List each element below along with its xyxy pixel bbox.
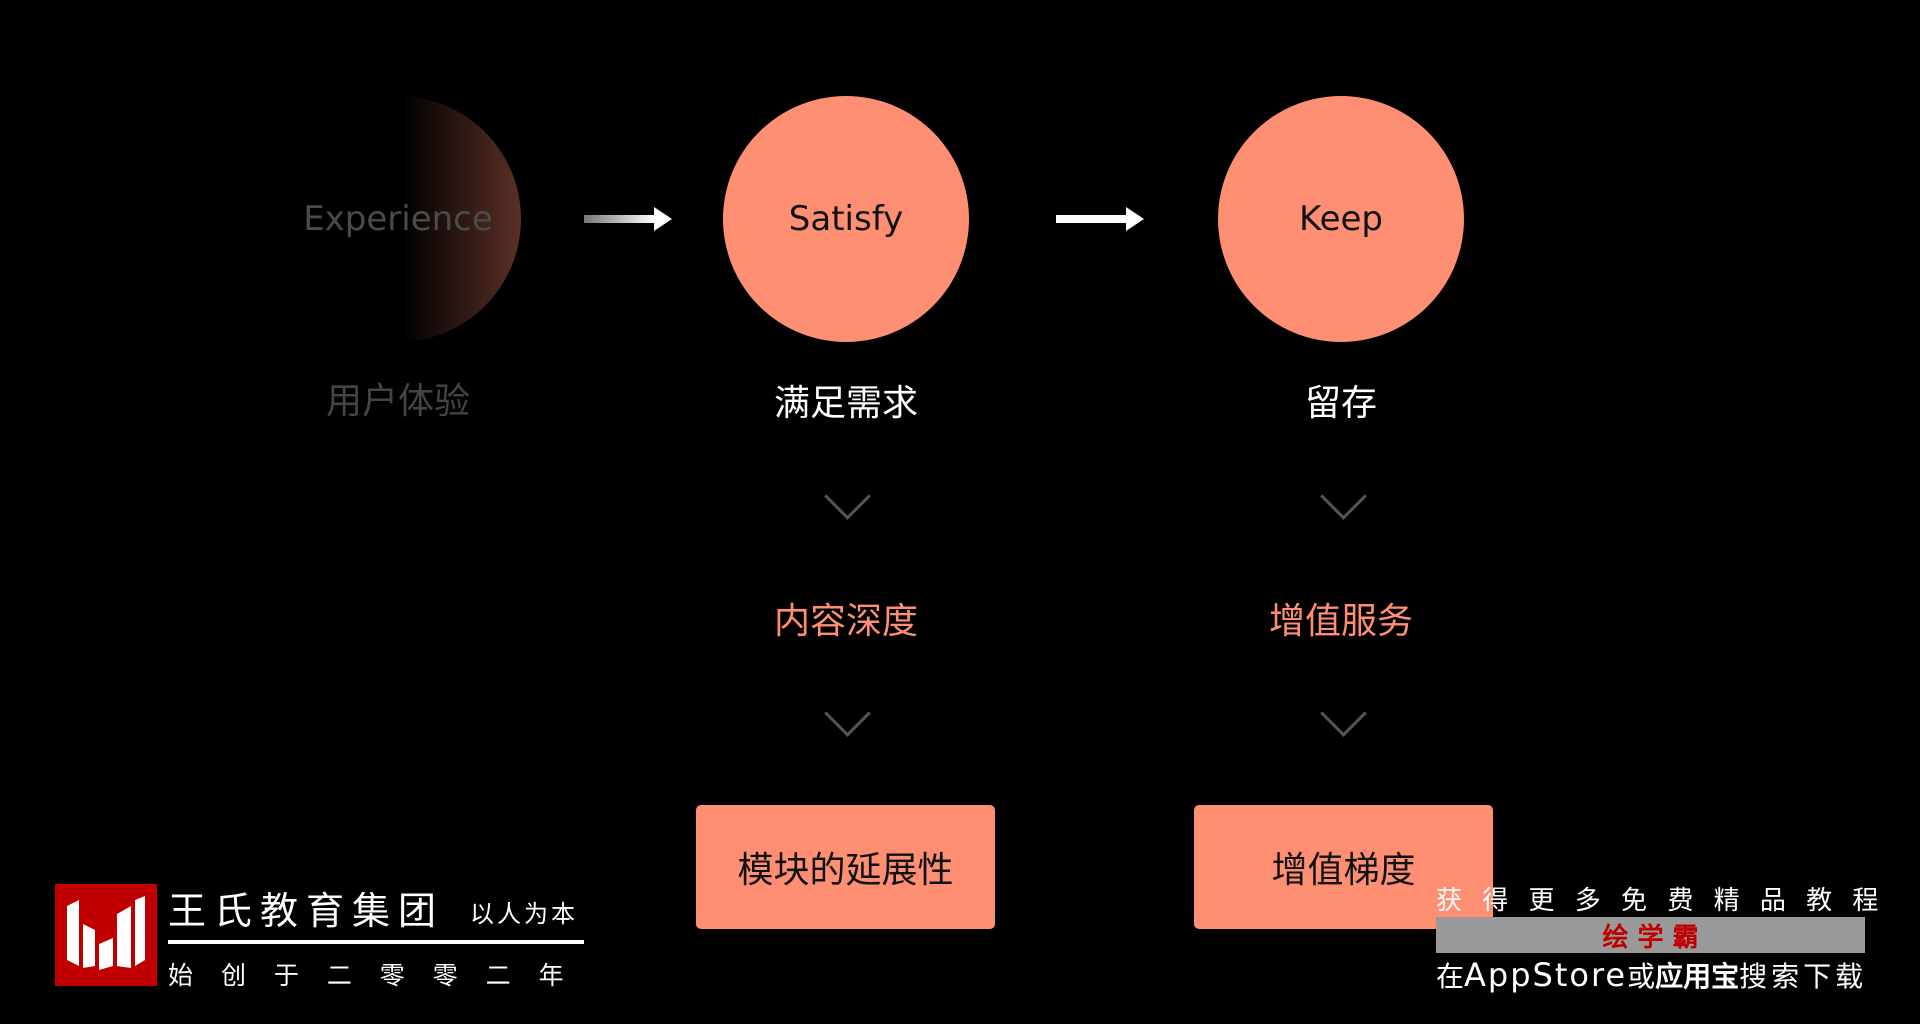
- logo-divider: [168, 940, 584, 944]
- promo-line1: 获 得 更 多 免 费 精 品 教 程: [1436, 886, 1885, 916]
- keep-caption: 留存: [1304, 383, 1377, 424]
- satisfy-title: Satisfy: [788, 199, 904, 239]
- satisfy-sub: 内容深度: [773, 601, 918, 642]
- logo-motto: 以人为本: [470, 900, 578, 928]
- chevron-down-icon: [1320, 690, 1367, 737]
- satisfy-box-label: 模块的延展性: [737, 850, 954, 891]
- chevron-down-icon: [824, 690, 871, 737]
- satisfy-caption: 满足需求: [773, 383, 918, 424]
- keep-circle: Keep: [1218, 96, 1464, 342]
- promo-suffix: 搜索下载: [1739, 960, 1868, 993]
- promo-yingyongbao: 应用宝: [1655, 960, 1740, 993]
- keep-box: 增值梯度: [1194, 805, 1493, 929]
- promo-appstore: AppStore: [1464, 956, 1628, 994]
- logo-w-icon: [67, 896, 145, 970]
- promo-line3: 在AppStore或应用宝搜索下载: [1436, 955, 1867, 995]
- experience-circle: Experience: [275, 96, 521, 342]
- promo-prefix: 在: [1436, 960, 1465, 993]
- logo-name: 王氏教育集团: [168, 889, 445, 933]
- promo-app-banner: 绘 学 霸: [1436, 917, 1865, 953]
- satisfy-circle: Satisfy: [723, 96, 969, 342]
- satisfy-box: 模块的延展性: [696, 805, 995, 929]
- experience-caption: 用户体验: [325, 381, 470, 422]
- keep-box-label: 增值梯度: [1271, 850, 1416, 891]
- arrow-right-icon: [584, 207, 672, 231]
- logo-founded: 始 创 于 二 零 零 二 年: [168, 961, 574, 990]
- logo-mark: [55, 884, 157, 986]
- keep-sub: 增值服务: [1268, 601, 1413, 642]
- chevron-down-icon: [824, 473, 871, 520]
- chevron-down-icon: [1320, 473, 1367, 520]
- experience-title: Experience: [303, 199, 493, 239]
- promo-app-name: 绘 学 霸: [1602, 922, 1699, 953]
- keep-title: Keep: [1298, 199, 1384, 239]
- arrow-right-icon: [1056, 207, 1144, 231]
- promo-or: 或: [1627, 960, 1656, 993]
